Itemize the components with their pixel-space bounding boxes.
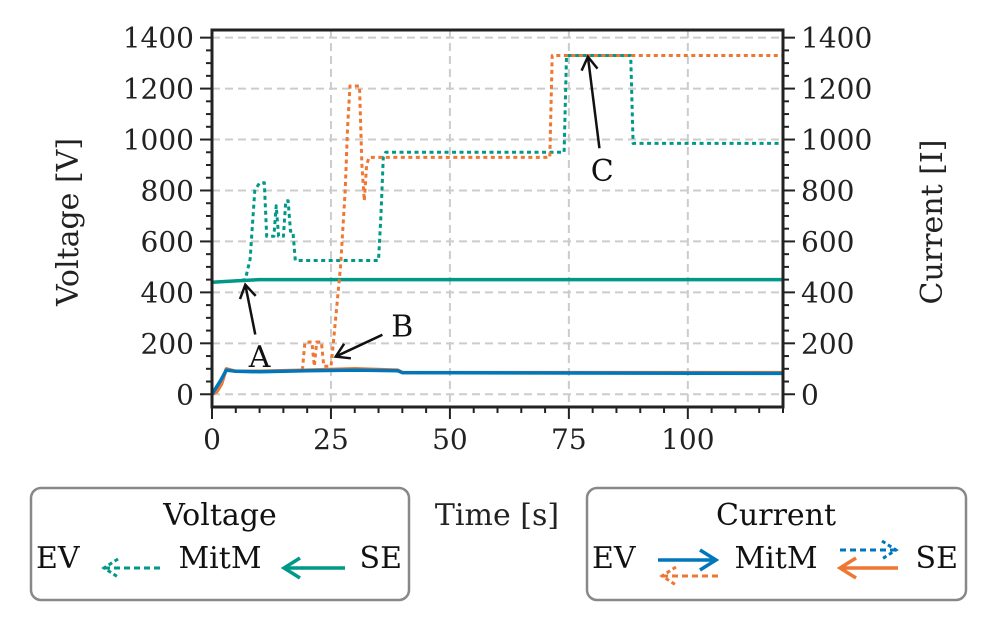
y-left-tick-label: 1200	[123, 73, 194, 106]
series-layer	[212, 54, 783, 396]
annotation-arrow	[335, 333, 383, 358]
legend-voltage-se: SE	[360, 541, 402, 576]
x-tick-label: 0	[203, 423, 221, 456]
legend-current-se: SE	[916, 541, 958, 576]
annotation-arrow	[586, 56, 601, 149]
legend-voltage-mitm: MitM	[178, 541, 261, 576]
y-left-tick-label: 400	[141, 276, 194, 309]
legend-voltage: Voltage EV MitM SE	[29, 486, 411, 602]
y-right-tick-label: 1400	[801, 22, 872, 55]
legend-current-mitm: MitM	[734, 541, 817, 576]
series-v_se	[212, 277, 783, 284]
annotation-arrow	[244, 284, 257, 335]
legend-voltage-title: Voltage	[162, 498, 276, 533]
y-left-tick-label: 0	[176, 378, 194, 411]
annotations: A B C	[238, 54, 614, 375]
legend-current: Current EV MitM SE	[585, 486, 968, 602]
legend-voltage-solid-arrow-icon	[280, 556, 345, 580]
legend-current-ev: EV	[592, 541, 637, 576]
annotation-arrowhead	[580, 54, 599, 72]
x-tick-label: 100	[661, 423, 714, 456]
y-right-tick-label: 400	[801, 276, 854, 309]
y-axis-right-title: Current [I]	[915, 140, 950, 305]
annotation-arrowhead	[333, 343, 352, 360]
y-right-tick-label: 1000	[801, 124, 872, 157]
legend-voltage-dashed-arrow-icon	[101, 557, 160, 579]
grid	[212, 30, 783, 407]
y-right-tick-label: 200	[801, 327, 854, 360]
annotation-label: A	[248, 340, 271, 375]
x-tick-label: 75	[551, 423, 587, 456]
y-left-tick-label: 200	[141, 327, 194, 360]
legend-current-mitm-to-se-arrow-icon	[836, 539, 899, 580]
annotation-arrowhead	[238, 282, 257, 300]
y-right-tick-label: 800	[801, 174, 854, 207]
x-tick-label: 25	[313, 423, 349, 456]
y-left-tick-label: 800	[141, 174, 194, 207]
legend-voltage-box	[29, 486, 411, 602]
series-v_mitm	[212, 54, 783, 284]
x-tick-label: 50	[432, 423, 468, 456]
legend-current-ev-to-mitm-arrow-icon	[658, 548, 720, 587]
x-axis-title: Time [s]	[435, 498, 559, 533]
axes	[210, 28, 785, 409]
y-axis-left-title: Voltage [V]	[51, 138, 86, 307]
plot-frame	[210, 28, 785, 409]
legend-voltage-ev: EV	[36, 541, 81, 576]
y-left-tick-label: 1000	[123, 124, 194, 157]
annotation-label: B	[391, 309, 413, 344]
y-right-tick-label: 1200	[801, 73, 872, 106]
y-right-tick-label: 0	[801, 378, 819, 411]
series-i_mitm	[300, 54, 783, 371]
series-i_ev	[212, 368, 783, 396]
y-right-tick-label: 600	[801, 225, 854, 258]
legend-current-title: Current	[716, 498, 836, 533]
y-left-tick-label: 600	[141, 225, 194, 258]
annotation-label: C	[591, 154, 614, 189]
y-left-tick-label: 1400	[123, 22, 194, 55]
legend-current-box	[585, 486, 968, 602]
